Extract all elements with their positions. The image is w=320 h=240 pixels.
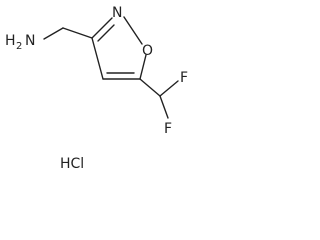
bond-c3-n2-double-b xyxy=(97,24,115,42)
bond-amine-ch2 xyxy=(43,27,64,40)
bond-ch2-c3 xyxy=(62,27,93,39)
amine-n-label: N xyxy=(25,33,35,49)
hydrochloride-label: HCl xyxy=(60,156,84,172)
amine-h-label: H xyxy=(5,33,16,49)
amine-subscript-label: 2 xyxy=(16,41,22,52)
bond-chf2-f-bottom xyxy=(159,95,169,119)
fluorine-bottom-label: F xyxy=(164,121,172,137)
bond-c3-n2-double-a xyxy=(91,17,113,39)
bond-c5-chf2 xyxy=(139,78,161,97)
bond-o1-c5 xyxy=(139,54,147,80)
bond-chf2-f-top xyxy=(159,80,179,97)
bond-c4-c3 xyxy=(91,37,104,80)
fluorine-top-label: F xyxy=(180,70,188,86)
structure-diagram: H 2 N N O F F HCl xyxy=(5,5,188,172)
ring-oxygen-label: O xyxy=(142,43,153,59)
bond-n2-o1 xyxy=(123,16,143,45)
ring-nitrogen-label: N xyxy=(112,5,122,21)
